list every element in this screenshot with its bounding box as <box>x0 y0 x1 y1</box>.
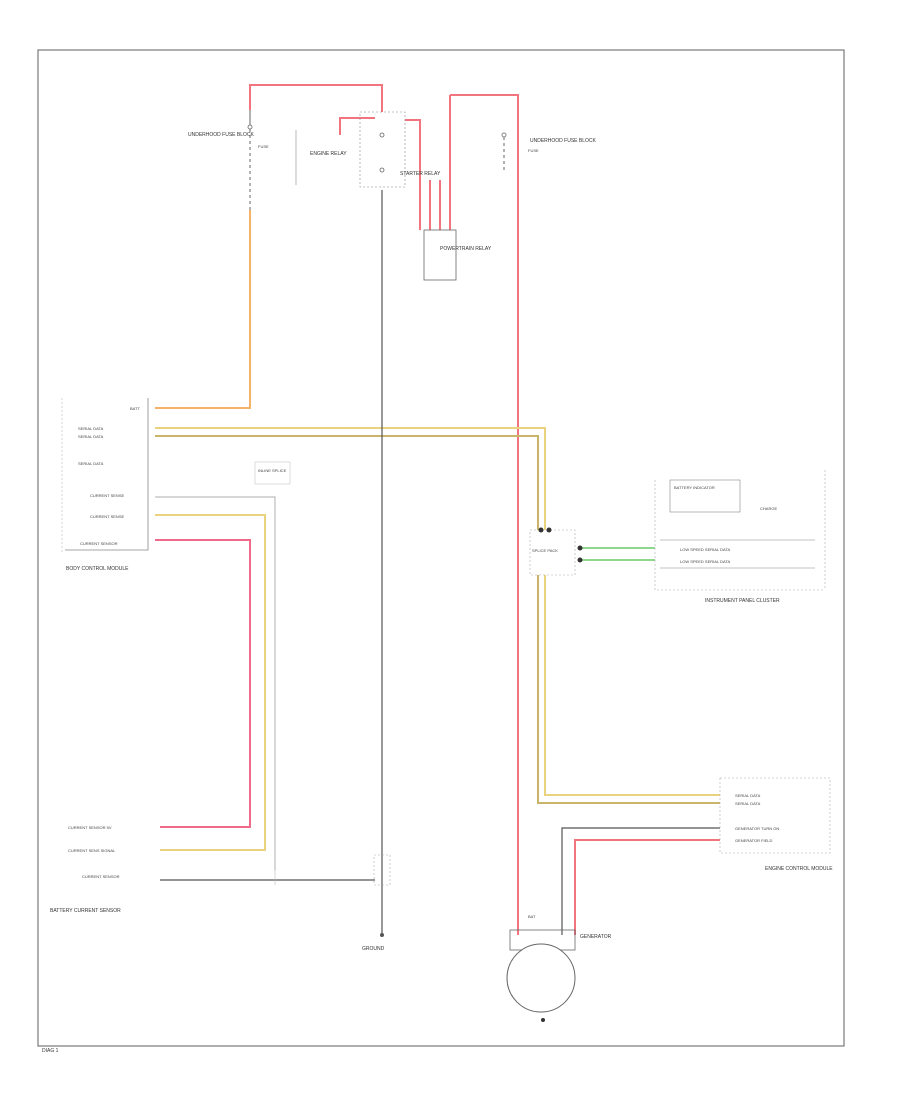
instrument-panel-cluster: BATTERY INDICATOR CHARGE LOW SPEED SERIA… <box>654 470 826 604</box>
switch-contact-icon <box>379 132 385 138</box>
ecm-row-2: SERIAL DATA <box>735 801 761 806</box>
ecm-wire-turnon <box>561 827 720 935</box>
switch-contact-icon <box>247 124 253 130</box>
yellow-serial-wires <box>155 427 720 851</box>
powertrain-relay-label: POWERTRAIN RELAY <box>440 246 492 252</box>
ipc-row-2: LOW SPEED SERIAL DATA <box>680 559 730 564</box>
sensor-pin-3: CURRENT SENSOR <box>82 874 120 879</box>
bcm-pin-sense1: CURRENT SENSE <box>90 493 124 498</box>
generator-label: GENERATOR <box>580 934 612 940</box>
black-wires <box>160 190 720 935</box>
splice-pack-label: SPLICE PACK <box>532 548 558 553</box>
green-wires <box>580 547 655 561</box>
relay-group-center: ENGINE RELAY STARTER RELAY <box>310 111 441 188</box>
starter-relay-label: STARTER RELAY <box>400 171 441 177</box>
switch-contact-icon <box>501 132 507 138</box>
ecm-row-1: SERIAL DATA <box>735 793 761 798</box>
generator-sub-label: BAT <box>528 914 536 919</box>
red-wires <box>249 84 720 935</box>
fuse-right-label: FUSE <box>528 148 539 153</box>
orange-wire-batt <box>155 210 251 409</box>
ipc-row-1: LOW SPEED SERIAL DATA <box>680 547 730 552</box>
red-wire-engine-relay <box>339 117 375 135</box>
ipc-name: INSTRUMENT PANEL CLUSTER <box>705 598 780 604</box>
fuse-block-right-label: UNDERHOOD FUSE BLOCK <box>530 138 597 144</box>
ecm-row-4: GENERATOR FIELD <box>735 838 773 843</box>
ground-dot-icon <box>380 933 384 937</box>
sensor-pin-1: CURRENT SENSOR 5V <box>68 825 112 830</box>
red-wire-starter <box>405 119 421 230</box>
serial-wire-3 <box>544 575 720 796</box>
powertrain-relay: POWERTRAIN RELAY <box>423 229 492 281</box>
ipc-top-label: BATTERY INDICATOR <box>674 485 715 490</box>
bcm-pin-sensor: CURRENT SENSOR <box>80 541 118 546</box>
bcm-pin-serial2: SERIAL DATA <box>78 434 104 439</box>
serial-wire-1 <box>155 427 546 530</box>
ecm-row-3: GENERATOR TURN ON <box>735 826 779 831</box>
serial-wire-4 <box>537 575 720 804</box>
fuse-block-right: UNDERHOOD FUSE BLOCK FUSE <box>501 132 597 170</box>
ground-dot-icon <box>541 1018 545 1022</box>
bcm-pin-serial1: SERIAL DATA <box>78 426 104 431</box>
bcm-inline-label: INLINE SPLICE <box>258 468 287 473</box>
sensor-module-name: BATTERY CURRENT SENSOR <box>50 908 121 914</box>
bcm-name: BODY CONTROL MODULE <box>66 566 129 572</box>
sense-wire-yellow <box>155 514 266 851</box>
red-wire-top-loop <box>249 84 383 112</box>
fuse-block-top-label: UNDERHOOD FUSE BLOCK <box>188 132 255 138</box>
bcm-pin-sense2: CURRENT SENSE <box>90 514 124 519</box>
sensor-pin-2: CURRENT SENS SIGNAL <box>68 848 116 853</box>
serial-wire-2 <box>155 435 539 530</box>
generator: GENERATOR BAT <box>506 914 612 1022</box>
switch-contact-icon <box>379 167 385 173</box>
generator-circle-icon <box>506 943 576 1013</box>
ground-connector: GROUND <box>362 854 391 952</box>
ipc-sub-label: CHARGE <box>760 506 777 511</box>
body-control-module: BATT SERIAL DATA SERIAL DATA SERIAL DATA… <box>61 398 291 572</box>
red-wire-gen-field <box>574 839 720 935</box>
engine-control-module: SERIAL DATA SERIAL DATA GENERATOR TURN O… <box>719 777 833 872</box>
splice-pack: SPLICE PACK <box>529 527 583 576</box>
bcm-pin-serial3: SERIAL DATA <box>78 461 104 466</box>
diagram-frame <box>37 49 845 1047</box>
ecm-name: ENGINE CONTROL MODULE <box>765 866 833 872</box>
pink-wire-sensor <box>155 539 251 828</box>
red-wire-main <box>450 94 519 935</box>
engine-relay-label: ENGINE RELAY <box>310 151 347 157</box>
footer-label: DIAG 1 <box>42 1048 59 1054</box>
fuse-label: FUSE <box>258 144 269 149</box>
bcm-pin-batt: BATT <box>130 406 140 411</box>
ground-label: GROUND <box>362 946 385 952</box>
fuse-block-left: UNDERHOOD FUSE BLOCK FUSE <box>188 110 297 210</box>
battery-current-sensor: CURRENT SENSOR 5V CURRENT SENS SIGNAL CU… <box>50 825 276 914</box>
gray-wire-sense <box>155 496 276 870</box>
